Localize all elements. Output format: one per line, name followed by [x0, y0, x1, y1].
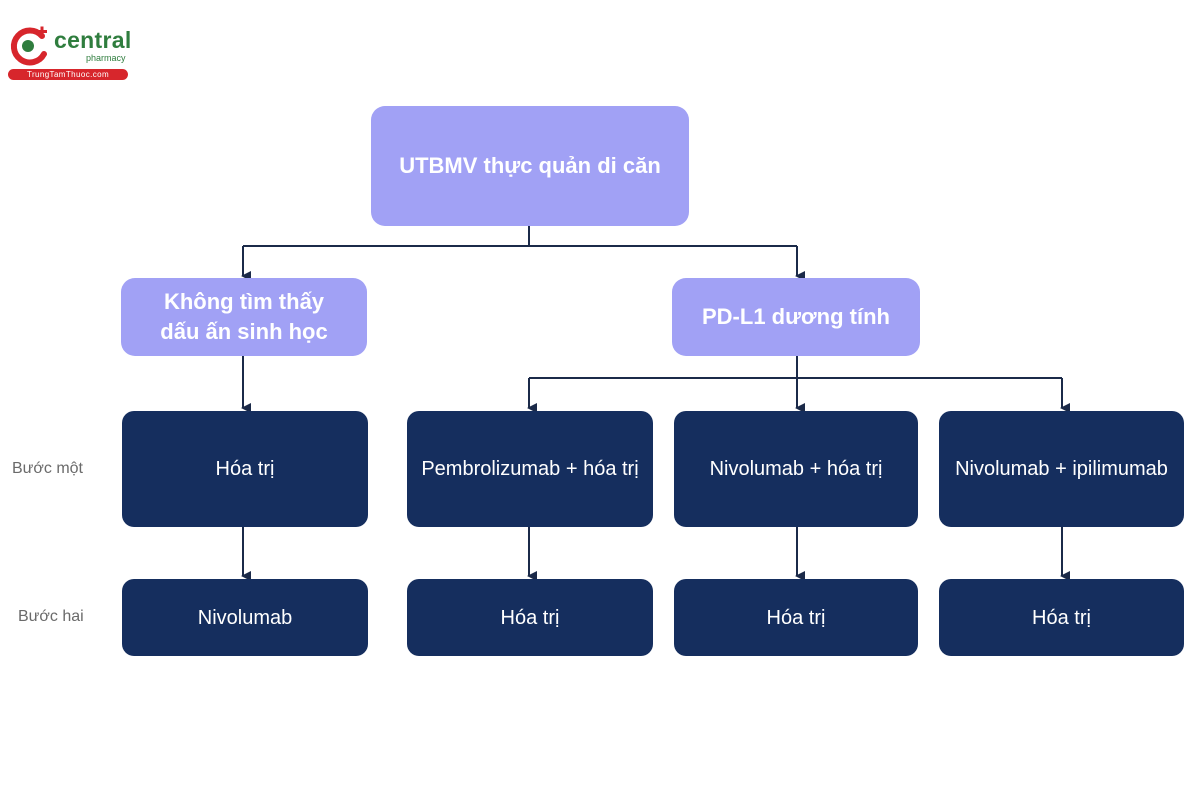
first-line-node-col2: Pembrolizumab + hóa trị	[407, 411, 653, 527]
second-line-node-col4: Hóa trị	[939, 579, 1184, 656]
branch-no-biomarker-node: Không tìm thấy dấu ấn sinh học	[121, 278, 367, 356]
logo-ring-icon	[10, 26, 47, 66]
second-line-col1-label: Nivolumab	[197, 606, 293, 629]
first-line-node-col3: Nivolumab + hóa trị	[674, 411, 918, 527]
first-line-col3-label: Nivolumab + hóa trị	[709, 458, 883, 480]
second-line-node-col1: Nivolumab	[122, 579, 368, 656]
root-node-label: UTBMV thực quản di căn	[399, 153, 661, 178]
second-line-col2-label: Hóa trị	[500, 606, 560, 629]
row-label-second-line: Bước hai	[18, 608, 84, 625]
first-line-col1-label: Hóa trị	[215, 458, 275, 480]
row-label-first-line: Bước một	[12, 460, 83, 477]
logo-brand-text: central	[54, 27, 132, 53]
first-line-node-col1: Hóa trị	[122, 411, 368, 527]
branch-pdl1-node: PD-L1 dương tính	[672, 278, 920, 356]
root-node: UTBMV thực quản di căn	[371, 106, 689, 226]
logo-site-text: TrungTamThuoc.com	[8, 69, 128, 80]
second-line-col3-label: Hóa trị	[766, 606, 826, 629]
first-line-col2-label: Pembrolizumab + hóa trị	[421, 458, 639, 480]
second-line-node-col3: Hóa trị	[674, 579, 918, 656]
second-line-col4-label: Hóa trị	[1032, 606, 1091, 629]
branch-no-biomarker-label: Không tìm thấy dấu ấn sinh học	[160, 289, 328, 344]
logo-sub-text: pharmacy	[86, 53, 126, 63]
central-pharmacy-logo: central pharmacy TrungTamThuoc.com	[6, 24, 132, 84]
first-line-col4-label: Nivolumab + ipilimumab	[955, 458, 1168, 480]
first-line-node-col4: Nivolumab + ipilimumab	[939, 411, 1184, 527]
second-line-node-col2: Hóa trị	[407, 579, 653, 656]
branch-pdl1-label: PD-L1 dương tính	[702, 304, 890, 329]
